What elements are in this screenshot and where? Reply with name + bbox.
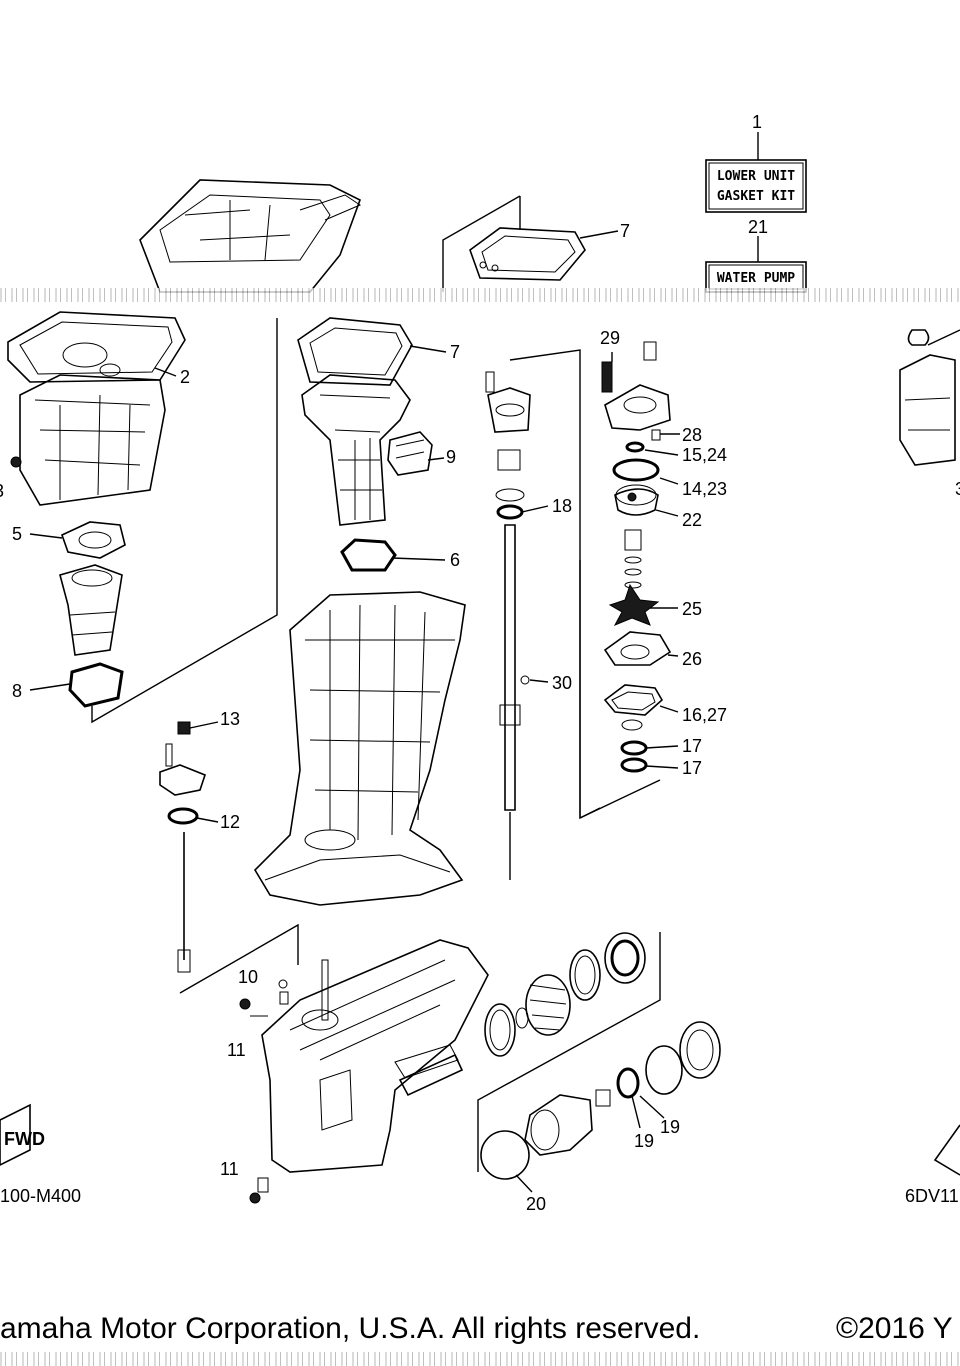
- callout-16-27: 16,27: [682, 705, 727, 725]
- callout-30: 30: [552, 673, 572, 693]
- callout-numbers: 1 21 7 7 2 29 28 15,24 14,23 22 3 5 9 6 …: [0, 112, 960, 1214]
- exhaust-manifold: [10, 374, 166, 506]
- callout-11-a: 11: [227, 1040, 246, 1060]
- gasket-kit-line-1: LOWER UNIT: [717, 169, 795, 184]
- callout-17-a: 17: [682, 736, 702, 756]
- gasket-7-middle: [297, 317, 447, 386]
- lower-case: [239, 939, 489, 1204]
- drive-shaft: [485, 371, 549, 811]
- warning-triangle: [933, 1124, 960, 1176]
- callout-8: 8: [12, 681, 22, 701]
- water-pump-label: WATER PUMP: [717, 271, 795, 286]
- gasket-kit-label-box: LOWER UNIT GASKET KIT: [705, 132, 807, 213]
- water-pump-parts: [601, 341, 680, 773]
- callout-11-b: 11: [220, 1159, 239, 1179]
- gasket-5: [29, 521, 126, 559]
- gear-parts: [398, 932, 721, 1193]
- callout-6: 6: [450, 550, 460, 570]
- callout-2: 2: [180, 367, 190, 387]
- callout-3-left: 3: [0, 481, 4, 501]
- gasket-7-top: [469, 227, 619, 281]
- callout-29: 29: [600, 328, 620, 348]
- callout-7-middle: 7: [450, 342, 460, 362]
- callout-14-23: 14,23: [682, 479, 727, 499]
- callout-18: 18: [552, 496, 572, 516]
- shift-rod: [159, 721, 219, 973]
- callout-22: 22: [682, 510, 702, 530]
- callout-7-top: 7: [620, 221, 630, 241]
- callout-12: 12: [220, 812, 240, 832]
- callout-9: 9: [446, 447, 456, 467]
- water-pump-label-box: WATER PUMP: [705, 236, 807, 293]
- diagram-code-right: 6DV11: [905, 1186, 959, 1206]
- callout-28: 28: [682, 425, 702, 445]
- callout-26: 26: [682, 649, 702, 669]
- scan-noise-band-bottom: [0, 1352, 960, 1366]
- callout-5: 5: [12, 524, 22, 544]
- callout-20: 20: [526, 1194, 546, 1214]
- gasket-2: [7, 311, 186, 383]
- callout-25: 25: [682, 599, 702, 619]
- callout-19-b: 19: [660, 1117, 680, 1137]
- exhaust-guide: [59, 564, 123, 656]
- callout-10: 10: [238, 967, 258, 987]
- copyright-right: ©2016 Y: [836, 1312, 953, 1345]
- callout-13: 13: [220, 709, 240, 729]
- gasket-kit-line-2: GASKET KIT: [717, 189, 795, 204]
- upper-case: [301, 374, 411, 526]
- bracket-lines: [91, 195, 661, 1172]
- callout-15-24: 15,24: [682, 445, 727, 465]
- callout-1: 1: [752, 112, 762, 132]
- callout-17-b: 17: [682, 758, 702, 778]
- upper-casing-top: [139, 179, 362, 293]
- scan-noise-band-top: [0, 288, 960, 302]
- callout-21: 21: [748, 217, 768, 237]
- fwd-sign: FWD: [0, 1103, 45, 1166]
- upper-casing-main: [253, 591, 466, 906]
- rubber-mount-9: [387, 431, 445, 476]
- seal-6: [340, 538, 446, 572]
- copyright-left: amaha Motor Corporation, U.S.A. All righ…: [0, 1312, 701, 1345]
- callout-19-a: 19: [634, 1131, 654, 1151]
- copyright-footer: amaha Motor Corporation, U.S.A. All righ…: [0, 1312, 960, 1352]
- callout-3-right: 3: [955, 479, 960, 499]
- seal-8: [29, 662, 124, 708]
- fwd-label: FWD: [4, 1129, 45, 1149]
- right-edge-part: [899, 329, 960, 466]
- diagram-code-left: 100-M400: [0, 1186, 81, 1206]
